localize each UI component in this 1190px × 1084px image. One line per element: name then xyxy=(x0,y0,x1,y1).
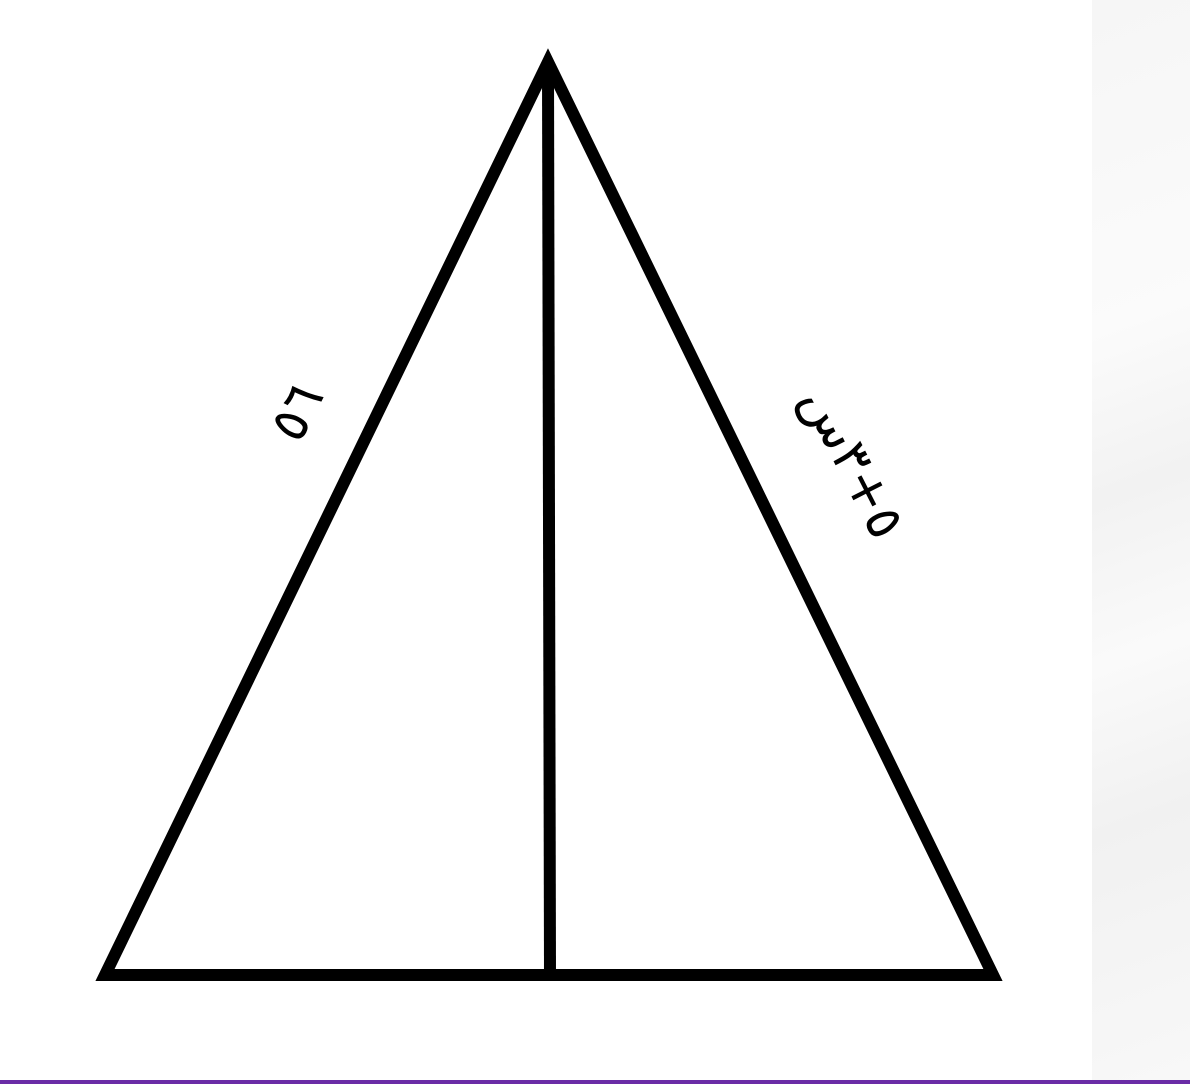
left-side-label: ٥٦ xyxy=(257,374,336,451)
triangle-median-line xyxy=(542,69,556,976)
side-panel-background xyxy=(1092,0,1190,1080)
right-side-label: ٥+٣س xyxy=(789,376,916,548)
accent-bottom-bar xyxy=(0,1080,1190,1084)
